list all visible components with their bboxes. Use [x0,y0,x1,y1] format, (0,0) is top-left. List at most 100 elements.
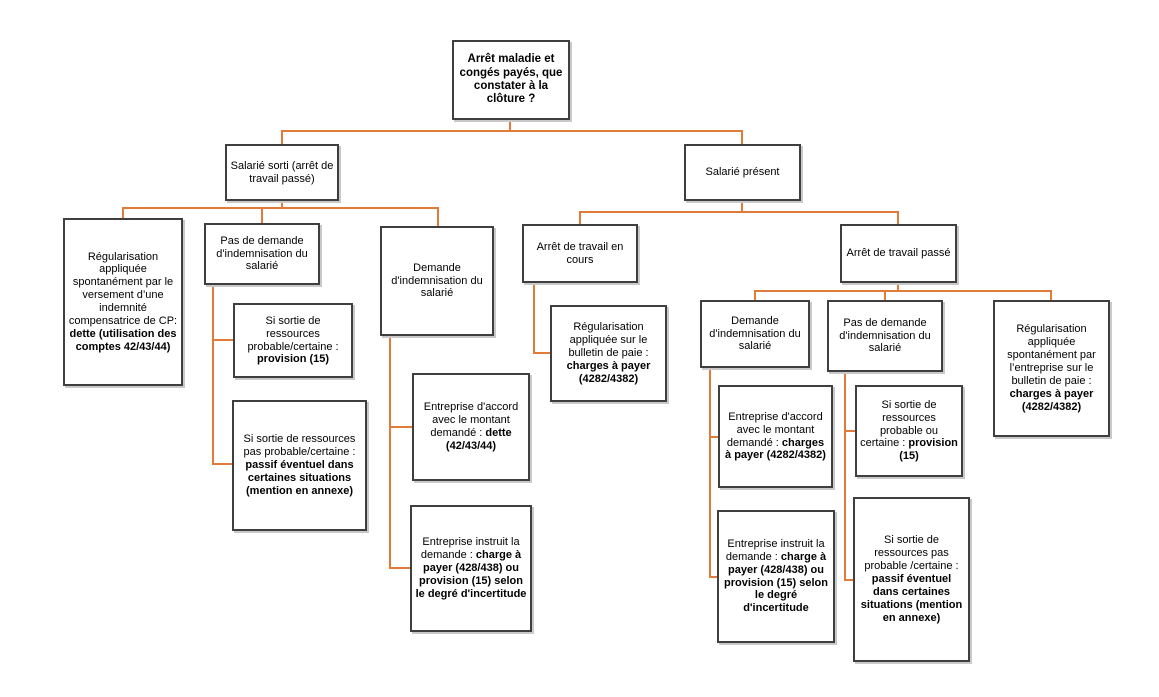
node-entreprise-instruit-sorti: Entreprise instruit la demande : charge … [410,505,532,632]
node-sortie-pas-probable-present-bold-text: passif éventuel dans certaines situation… [860,573,963,624]
node-pas-demande-indemnisation-sorti-label: Pas de demande d'indemnisation du salari… [209,235,315,274]
connector [281,201,283,209]
node-sortie-pas-probable-sorti: Si sortie de ressources pas probable/cer… [232,400,367,531]
connector [897,211,899,224]
node-pas-demande-indemnisation-present: Pas de demande d'indemnisation du salari… [827,300,943,372]
node-pas-demande-indemnisation-sorti: Pas de demande d'indemnisation du salari… [204,223,320,285]
node-entreprise-instruit-present: Entreprise instruit la demande : charge … [717,510,835,643]
node-sortie-probable-present-text: Si sortie de ressources probable ou cert… [860,398,939,450]
node-entreprise-accord-sorti-bold-text: dette (42/43/44) [445,427,512,452]
node-salarie-present: Salarié présent [684,144,801,201]
node-entreprise-accord-present-text: Entreprise d'accord avec le montant dema… [726,410,823,449]
node-regularisation-spontanee-entreprise-label: Régularisation appliquée spontanément pa… [998,323,1105,413]
node-sortie-probable-sorti-text: Si sortie de ressources probable/certain… [247,314,339,353]
node-root-label: Arrêt maladie et congés payés, que const… [457,53,565,107]
connector [741,130,743,144]
connector [281,130,743,132]
node-entreprise-instruit-present-text: Entreprise instruit la demande : [725,537,825,563]
node-entreprise-accord-sorti-label: Entreprise d'accord avec le montant dema… [417,401,525,452]
connector [212,285,214,465]
connector [1050,290,1052,300]
connector [389,336,391,569]
connector [709,368,711,578]
node-regularisation-bulletin-paie-label: Régularisation appliquée sur le bulletin… [555,321,662,385]
node-root-bold-text: Arrêt maladie et congés payés, que const… [459,53,563,106]
node-demande-indemnisation-present: Demande d'indemnisation du salarié [700,300,810,368]
node-entreprise-accord-present-bold-text: charges à payer (4282/4382) [725,436,826,462]
connector [844,430,855,432]
node-sortie-pas-probable-sorti-text: Si sortie de ressources pas probable/cer… [243,433,356,459]
node-entreprise-instruit-sorti-text: Entreprise instruit la demande : [420,536,520,562]
node-sortie-pas-probable-present: Si sortie de ressources pas probable /ce… [853,497,970,662]
node-salarie-sorti-label: Salarié sorti (arrêt de travail passé) [230,160,334,186]
node-sortie-pas-probable-present-text: Si sortie de ressources pas probable /ce… [864,534,959,573]
node-sortie-probable-sorti: Si sortie de ressources probable/certain… [233,303,353,378]
node-salarie-sorti-text: Salarié sorti (arrêt de travail passé) [230,159,334,185]
node-demande-indemnisation-sorti: Demande d'indemnisation du salarié [380,226,494,336]
node-sortie-probable-sorti-bold-text: provision (15) [256,353,330,366]
node-entreprise-accord-present-label: Entreprise d'accord avec le montant dema… [723,411,828,462]
connector [261,207,263,223]
connector [709,436,718,438]
node-root: Arrêt maladie et congés payés, que const… [452,40,570,120]
node-regularisation-indemnite-cp: Régularisation appliquée spontanément pa… [63,218,183,386]
connector [844,579,853,581]
node-regularisation-spontanee-entreprise-text: Régularisation appliquée spontanément pa… [1007,323,1096,387]
connector [579,211,899,213]
node-arret-travail-passe: Arrêt de travail passé [840,224,957,283]
node-sortie-pas-probable-present-label: Si sortie de ressources pas probable /ce… [858,534,965,624]
connector [212,463,232,465]
node-pas-demande-indemnisation-present-label: Pas de demande d'indemnisation du salari… [832,317,938,356]
node-regularisation-spontanee-entreprise: Régularisation appliquée spontanément pa… [993,300,1110,437]
node-regularisation-bulletin-paie-text: Régularisation appliquée sur le bulletin… [568,321,649,360]
node-regularisation-indemnite-cp-bold-text: dette (utilisation des comptes 42/43/44) [69,327,177,353]
connector [533,283,535,354]
node-regularisation-spontanee-entreprise-bold-text: charges à payer (4282/4382) [1009,387,1094,413]
node-sortie-probable-present-label: Si sortie de ressources probable ou cert… [860,399,958,463]
node-demande-indemnisation-sorti-text: Demande d'indemnisation du salarié [391,261,483,300]
connector [754,290,756,300]
node-sortie-probable-present: Si sortie de ressources probable ou cert… [855,385,963,477]
connector [389,426,412,428]
node-entreprise-instruit-sorti-bold-text: charge à payer (428/438) ou provision (1… [415,549,527,600]
node-sortie-probable-sorti-label: Si sortie de ressources probable/certain… [238,315,348,366]
connector [844,372,846,581]
node-arret-travail-en-cours-label: Arrêt de travail en cours [527,241,633,267]
connector [884,290,886,300]
connector [122,207,124,218]
node-demande-indemnisation-present-text: Demande d'indemnisation du salarié [709,314,801,353]
connector [754,290,1052,292]
node-demande-indemnisation-present-label: Demande d'indemnisation du salarié [705,315,805,354]
node-salarie-present-text: Salarié présent [705,166,780,179]
node-entreprise-instruit-sorti-label: Entreprise instruit la demande : charge … [415,536,527,600]
connector [579,211,581,224]
node-entreprise-accord-sorti-text: Entreprise d'accord avec le montant dema… [423,401,519,439]
node-salarie-sorti: Salarié sorti (arrêt de travail passé) [225,144,339,201]
connector [509,119,511,132]
node-regularisation-bulletin-paie: Régularisation appliquée sur le bulletin… [550,305,667,402]
connector [897,283,899,291]
connector [389,567,410,569]
node-regularisation-indemnite-cp-text: Régularisation appliquée spontanément pa… [68,250,178,327]
node-arret-travail-en-cours: Arrêt de travail en cours [522,224,638,283]
node-salarie-present-label: Salarié présent [706,166,780,179]
connector [533,352,550,354]
node-demande-indemnisation-sorti-label: Demande d'indemnisation du salarié [385,262,489,301]
node-sortie-pas-probable-sorti-bold-text: passif éventuel dans certaines situation… [245,459,354,497]
connector [212,339,233,341]
node-entreprise-accord-sorti: Entreprise d'accord avec le montant dema… [412,373,530,481]
node-pas-demande-indemnisation-sorti-text: Pas de demande d'indemnisation du salari… [216,234,308,273]
connector [741,201,743,212]
node-regularisation-bulletin-paie-bold-text: charges à payer (4282/4382) [566,359,651,385]
connector [437,207,439,226]
node-entreprise-instruit-present-label: Entreprise instruit la demande : charge … [722,538,830,615]
node-arret-travail-passe-text: Arrêt de travail passé [846,247,951,260]
connector [281,130,283,144]
node-sortie-pas-probable-sorti-label: Si sortie de ressources pas probable/cer… [237,433,362,497]
node-arret-travail-en-cours-text: Arrêt de travail en cours [536,240,624,266]
node-regularisation-indemnite-cp-label: Régularisation appliquée spontanément pa… [68,251,178,354]
node-arret-travail-passe-label: Arrêt de travail passé [847,247,951,260]
node-pas-demande-indemnisation-present-text: Pas de demande d'indemnisation du salari… [839,316,931,355]
node-entreprise-accord-present: Entreprise d'accord avec le montant dema… [718,385,833,488]
